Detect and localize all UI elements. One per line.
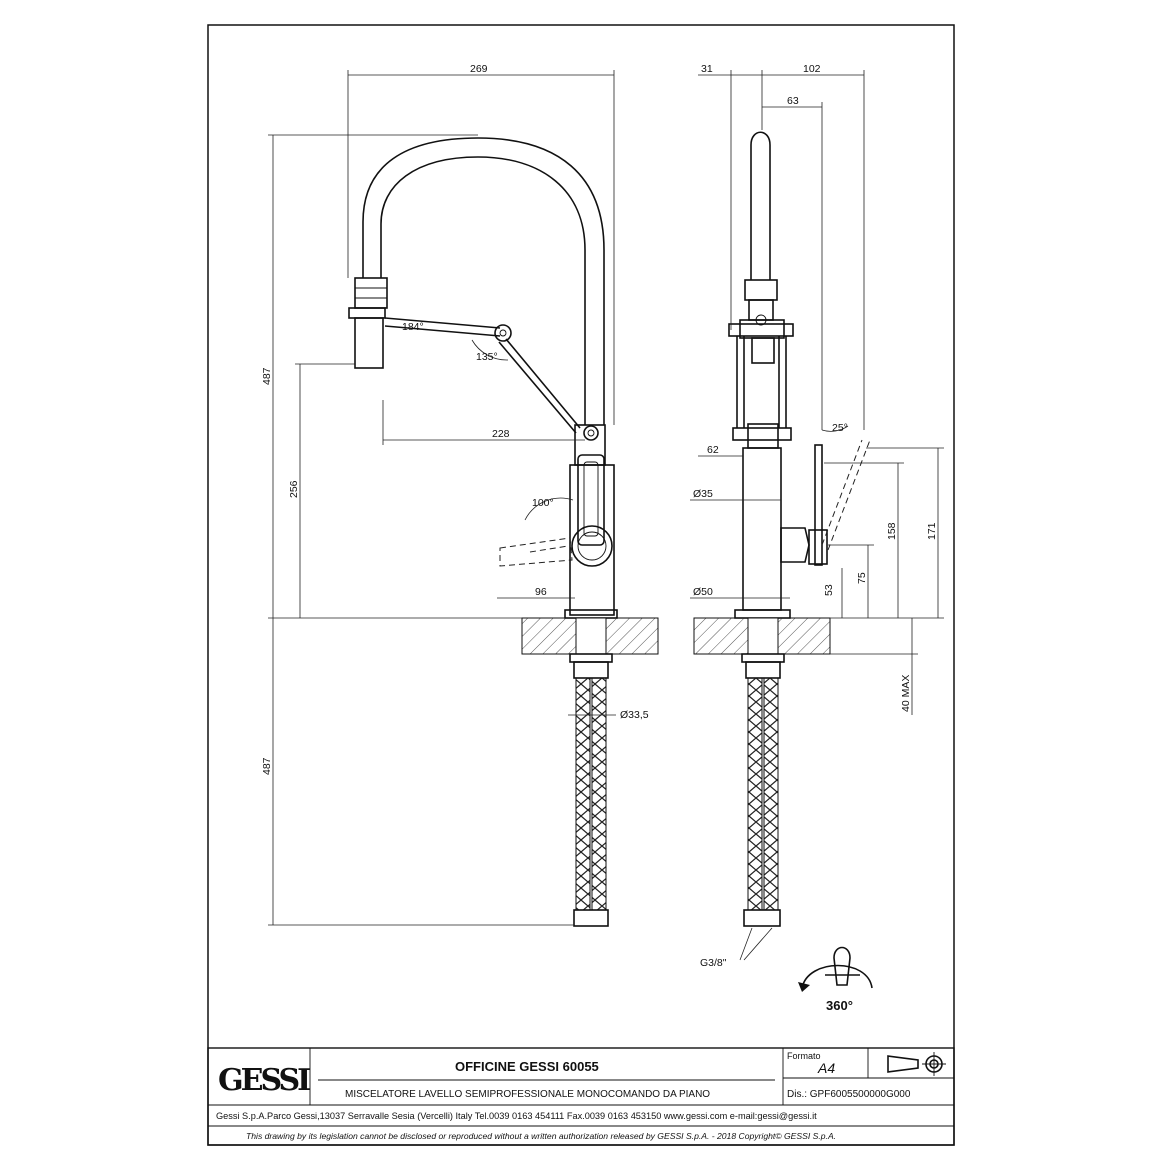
dim-53: 53 (823, 584, 835, 596)
dim-171: 171 (926, 522, 938, 540)
dim-158: 158 (886, 522, 898, 540)
front-view (268, 70, 659, 927)
rotation-360: 360° (826, 998, 853, 1013)
dim-487-top: 487 (261, 367, 273, 385)
legal-notice: This drawing by its legislation cannot b… (246, 1131, 836, 1141)
dim-dia-35: Ø35 (693, 488, 713, 500)
rotation-360-icon (798, 946, 873, 992)
gessi-logo: GESSI (218, 1063, 310, 1098)
angle-135: 135° (476, 351, 498, 363)
dim-dia-50: Ø50 (693, 586, 713, 598)
product-name: OFFICINE GESSI 60055 (455, 1059, 599, 1074)
dim-228: 228 (492, 428, 510, 440)
angle-184: 184° (402, 321, 424, 333)
dim-63: 63 (787, 95, 799, 107)
dim-256: 256 (288, 480, 300, 498)
dim-102: 102 (803, 63, 821, 75)
format-label: Formato (787, 1051, 821, 1061)
angle-25: 25° (832, 422, 848, 434)
dim-75: 75 (856, 572, 868, 584)
dim-96: 96 (535, 586, 547, 598)
company-address: Gessi S.p.A.Parco Gessi,13037 Serravalle… (216, 1111, 817, 1121)
dim-487-bottom: 487 (261, 757, 273, 775)
format-value: A4 (817, 1060, 835, 1076)
dim-40-max: 40 MAX (900, 675, 912, 712)
side-view (690, 70, 944, 961)
angle-100: 100° (532, 497, 554, 509)
product-description: MISCELATORE LAVELLO SEMIPROFESSIONALE MO… (345, 1089, 710, 1100)
dimension-labels: 269 487 256 228 96 184° 135° 100° 487 Ø3… (261, 63, 938, 1013)
dim-31: 31 (701, 63, 713, 75)
dim-62: 62 (707, 444, 719, 456)
dim-dia-33-5: Ø33,5 (620, 709, 649, 721)
title-block: GESSI OFFICINE GESSI 60055 MISCELATORE L… (207, 1047, 955, 1146)
thread-g3-8: G3/8" (700, 957, 727, 969)
projection-symbol-icon (887, 1052, 946, 1076)
drawing-number: Dis.: GPF6005500000G000 (787, 1089, 911, 1100)
dim-269: 269 (470, 63, 488, 75)
